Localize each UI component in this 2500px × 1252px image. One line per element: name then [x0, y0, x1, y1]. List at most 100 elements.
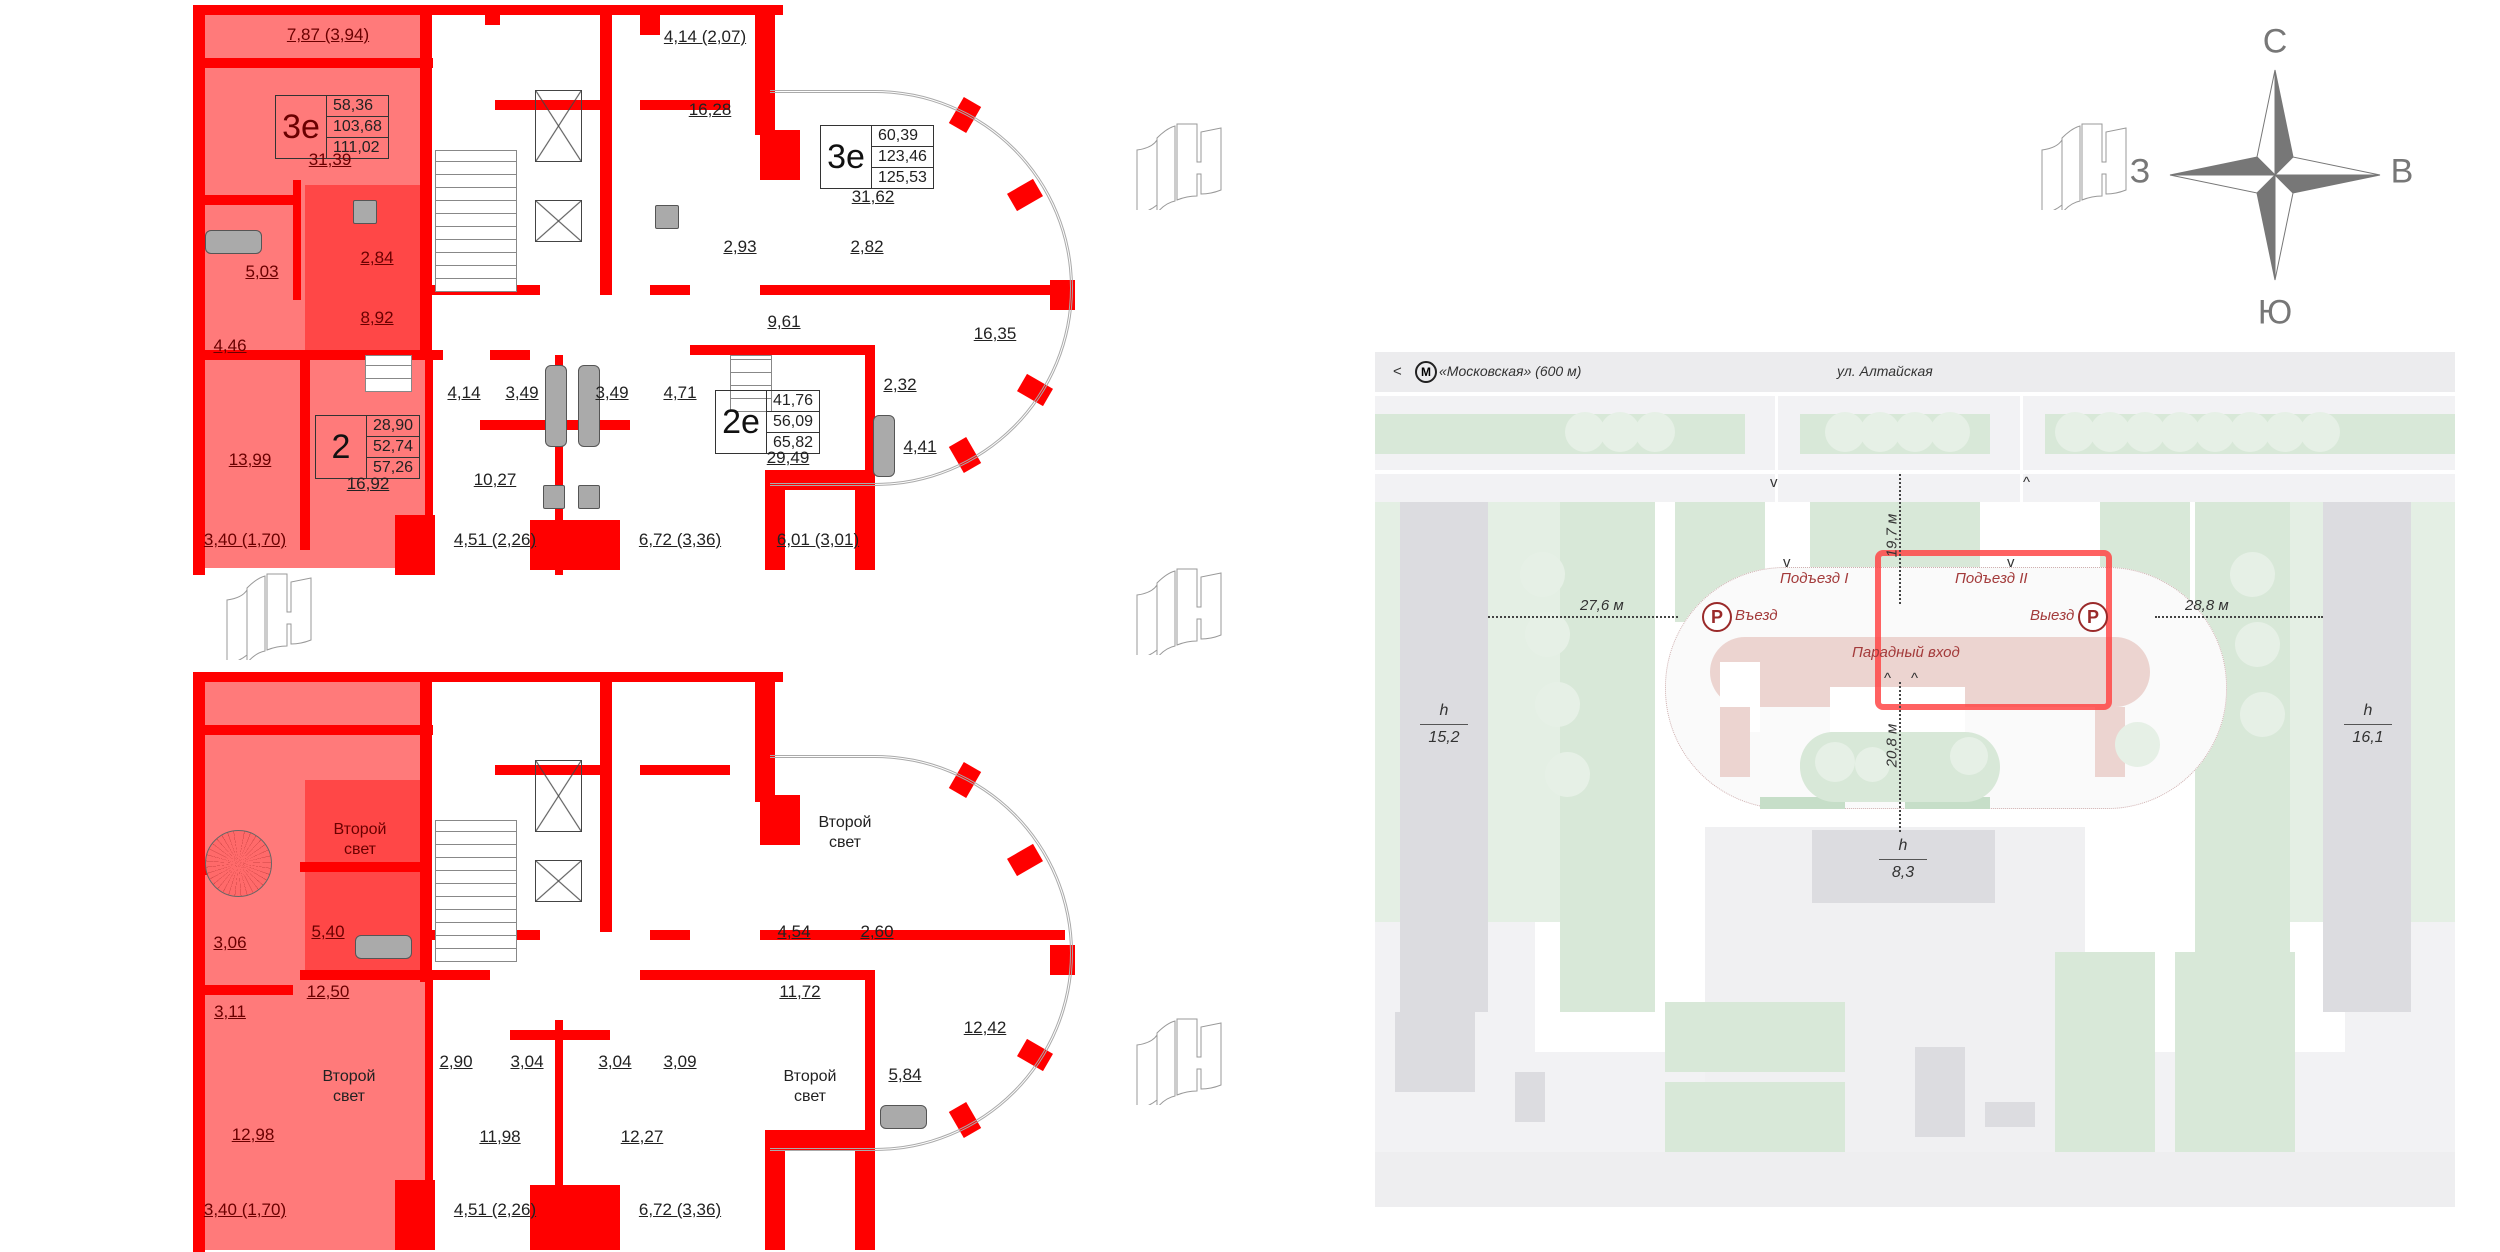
bathtub-icon — [578, 365, 600, 447]
room-area: 2,90 — [439, 1052, 473, 1071]
room-area: 31,62 — [851, 187, 895, 206]
compass-east: В — [2390, 152, 2414, 191]
green-area — [2055, 952, 2155, 1152]
height-symbol: h — [2363, 702, 2373, 719]
watermark-logo-icon — [226, 573, 312, 660]
back-arrow[interactable]: < — [1393, 363, 1402, 380]
metro-station[interactable]: «Московская» (600 м) — [1439, 363, 1582, 379]
divider — [1775, 396, 1778, 502]
total-area: 52,74 — [367, 437, 420, 458]
neighbor-building[interactable] — [2323, 502, 2411, 1012]
tree — [1895, 412, 1935, 452]
entrance-1-label[interactable]: Подъезд I — [1780, 570, 1849, 587]
tree — [1520, 552, 1565, 597]
fraction-line — [1879, 859, 1927, 860]
green-area — [1665, 1082, 1845, 1152]
room-area: 2,84 — [360, 248, 394, 267]
room-area: 4,51 (2,26) — [453, 530, 537, 549]
room-area: 2,93 — [723, 237, 757, 256]
compass-star-icon — [2169, 69, 2381, 281]
room-area: 4,71 — [663, 383, 697, 402]
height-value: 16,1 — [2352, 729, 2384, 746]
wall — [420, 5, 432, 355]
room-area: 9,61 — [767, 312, 801, 331]
room-area: 3,04 — [510, 1052, 544, 1071]
entrance-2-label[interactable]: Подъезд II — [1955, 570, 2028, 587]
living-area: 28,90 — [367, 416, 420, 437]
stove-icon — [543, 485, 565, 509]
lower-floor-plan: Второй свет Второй свет Второй свет Втор… — [0, 650, 1100, 1252]
wall — [555, 1020, 563, 1250]
room-area: 3,40 (1,70) — [203, 1200, 287, 1219]
selected-section-highlight[interactable] — [1875, 550, 2112, 710]
neighbor-building[interactable] — [1812, 830, 1995, 903]
bottom-road — [1375, 1152, 2455, 1207]
tree — [1950, 737, 1988, 775]
room-area: 2,60 — [860, 922, 894, 941]
room-area: 16,35 — [973, 324, 1017, 343]
distance-line-left — [1488, 616, 1678, 618]
tree — [2265, 412, 2305, 452]
neighbor-building[interactable] — [1400, 502, 1488, 1012]
building-height-left: h 15,2 — [1420, 702, 1468, 747]
living-area: 60,39 — [872, 126, 933, 147]
elevator — [535, 860, 582, 902]
room-area: 16,28 — [688, 100, 732, 119]
wall — [640, 100, 730, 110]
distance-top: 19,7 м — [1883, 513, 1901, 558]
fraction-line — [2344, 724, 2392, 725]
site-map[interactable]: 27,6 м 28,8 м 19,7 м 20,8 м h 15,2 h 16,… — [1375, 352, 2455, 1207]
tree — [2160, 412, 2200, 452]
tree — [2195, 412, 2235, 452]
apartment-type: 2 — [316, 416, 367, 478]
wall — [640, 5, 660, 35]
total-area: 56,09 — [767, 412, 820, 433]
room-area: 5,40 — [311, 922, 345, 941]
small-building — [1395, 1012, 1475, 1092]
second-light-label: Второй свет — [334, 820, 387, 860]
room-area: 3,49 — [595, 383, 629, 402]
apartment-info-box[interactable]: 3е 58,36 103,68 111,02 — [275, 95, 389, 159]
divider — [1375, 470, 2455, 474]
tree — [2240, 692, 2285, 737]
main-entrance-label[interactable]: Парадный вход — [1852, 644, 1960, 661]
tree — [2090, 412, 2130, 452]
elevator — [535, 200, 582, 242]
label-line: свет — [793, 1088, 827, 1105]
room-area: 2,32 — [883, 375, 917, 394]
room-area: 12,27 — [620, 1127, 664, 1146]
staircase — [365, 355, 412, 392]
wall — [650, 930, 690, 940]
room-area: 16,92 — [346, 474, 390, 493]
room-area: 12,50 — [306, 982, 350, 1001]
compass-south: Ю — [2257, 293, 2293, 332]
parking-icon[interactable]: P — [2078, 602, 2108, 632]
room-area: 4,54 — [777, 922, 811, 941]
room-area: 4,46 — [213, 336, 247, 355]
label-line: Второй — [818, 814, 872, 831]
room-area: 8,92 — [360, 308, 394, 327]
tree — [1525, 612, 1570, 657]
wall — [420, 672, 432, 982]
room-area: 11,98 — [479, 1127, 521, 1146]
wall — [640, 765, 730, 775]
wall — [193, 672, 205, 1252]
room-area: 3,06 — [213, 933, 247, 952]
bathtub-icon — [880, 1105, 927, 1129]
room-area: 3,09 — [663, 1052, 697, 1071]
room-area: 4,41 — [903, 437, 937, 456]
apartment-info-box[interactable]: 2 28,90 52,74 57,26 — [315, 415, 421, 479]
distance-line-top — [1899, 474, 1901, 604]
wall — [193, 58, 433, 68]
apartment-info-box[interactable]: 3е 60,39 123,46 125,53 — [820, 125, 934, 189]
wall — [293, 180, 301, 300]
apartment-info-box[interactable]: 2е 41,76 56,09 65,82 — [715, 390, 821, 454]
tree — [2230, 552, 2275, 597]
height-value: 8,3 — [1891, 864, 1915, 881]
parking-icon[interactable]: P — [1702, 602, 1732, 632]
tree — [1535, 682, 1580, 727]
bathtub-icon — [873, 415, 895, 477]
street — [1375, 352, 2455, 392]
tree — [1635, 412, 1675, 452]
room-area: 2,82 — [850, 237, 884, 256]
